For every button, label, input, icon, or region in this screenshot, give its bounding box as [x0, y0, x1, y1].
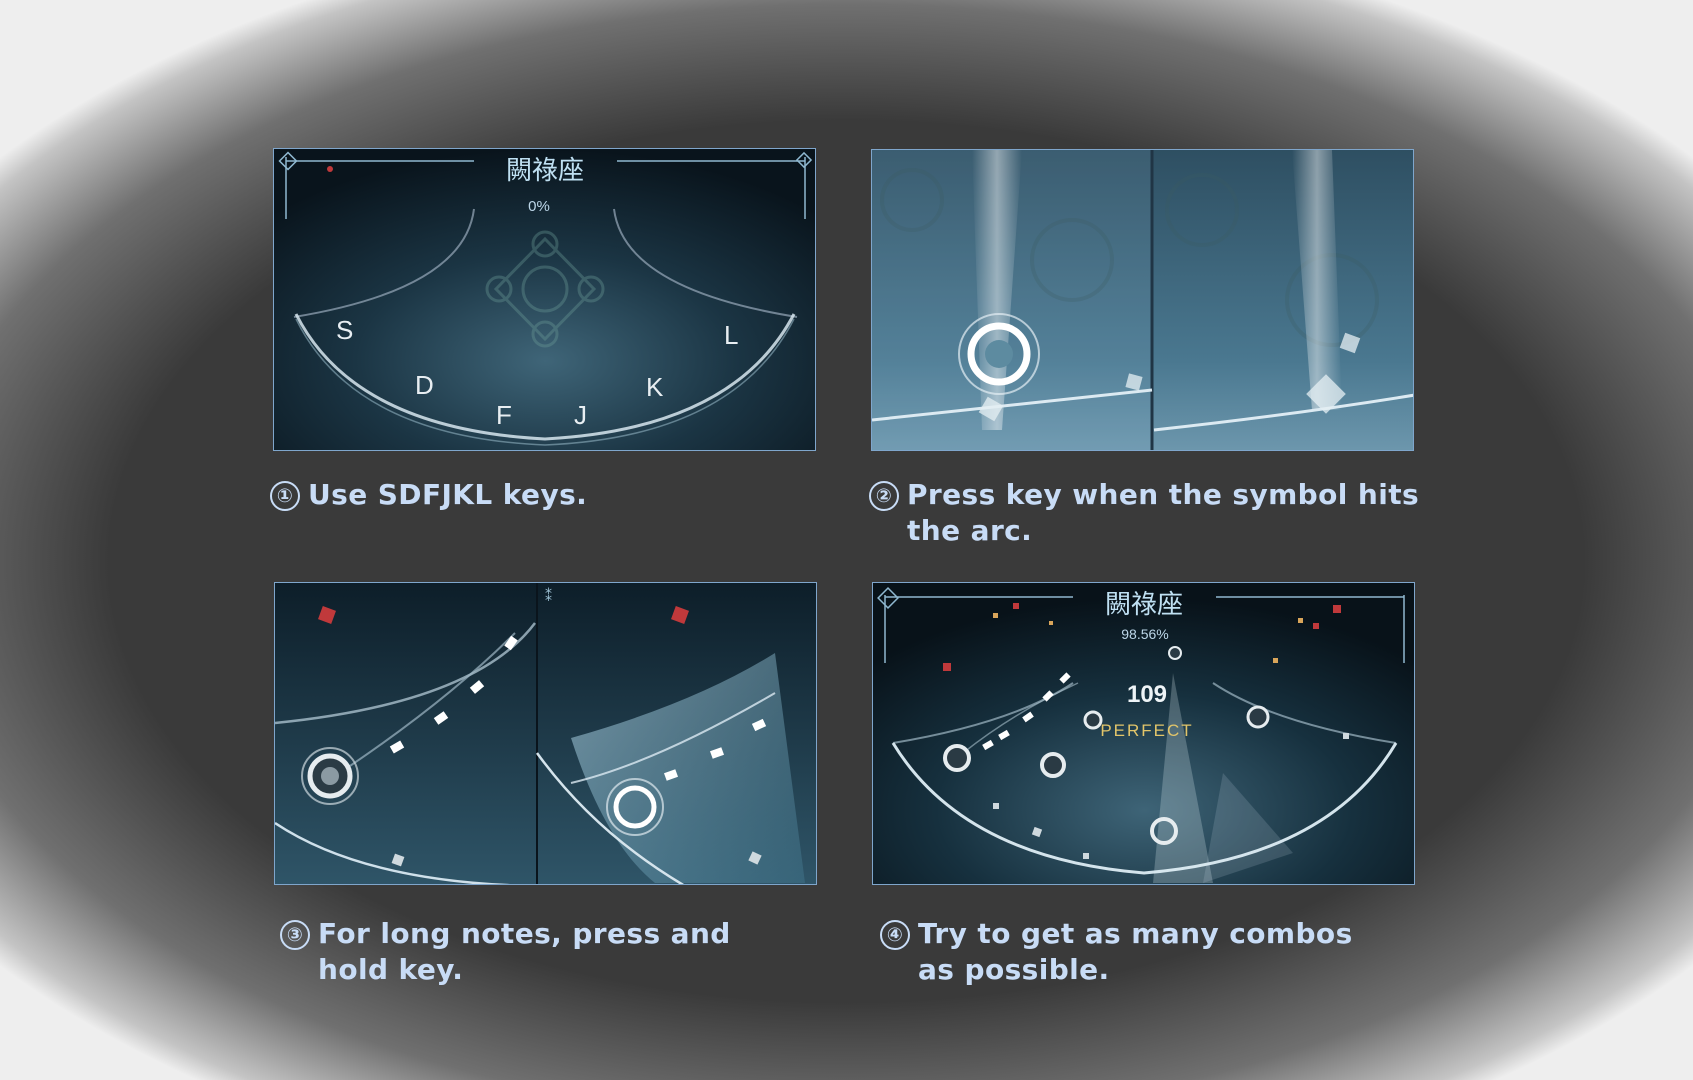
hud-title: 闕祿座 [1105, 590, 1183, 620]
step-number: ② [869, 481, 899, 511]
tap-note [958, 313, 1040, 395]
pause-icon[interactable] [278, 151, 298, 171]
game-scene-combo: 闕祿座 98.56% 109 PERFECT [873, 583, 1414, 884]
key-label-s: S [336, 315, 353, 345]
caption-text-line2: hold key. [318, 953, 464, 986]
caption-text-line2: the arc. [907, 514, 1033, 547]
key-label-d: D [415, 370, 434, 400]
game-scene-keys: 闕祿座 0% S D F J K L [274, 149, 815, 450]
caption-text: Try to get as many combos [918, 917, 1353, 950]
ornament-emblem [485, 230, 605, 348]
screenshot-combo: 闕祿座 98.56% 109 PERFECT [872, 582, 1415, 885]
screenshot-hit [871, 149, 1414, 451]
key-label-j: J [574, 400, 587, 430]
step-number: ① [270, 481, 300, 511]
game-scene-hold: ⁑ [275, 583, 816, 884]
step-number: ④ [880, 920, 910, 950]
key-label-l: L [724, 320, 738, 350]
key-label-k: K [646, 372, 664, 402]
combo-counter: 109 [1127, 681, 1167, 708]
game-scene-hit [872, 150, 1413, 450]
caption-text: Press key when the symbol hits [907, 478, 1420, 511]
hud-title: 闕祿座 [506, 156, 584, 186]
hud-ornament: ⁑ [545, 587, 552, 605]
hit-arc [294, 313, 796, 441]
screenshot-keys: 闕祿座 0% S D F J K L [273, 148, 816, 451]
caption-3: ③ For long notes, press and hold key. [280, 916, 731, 988]
hold-note [301, 747, 359, 805]
screenshot-hold: ⁑ [274, 582, 817, 885]
note-symbols [943, 646, 1270, 845]
progress-percent: 98.56% [1121, 626, 1168, 642]
hold-note-active [606, 778, 664, 836]
caption-text: For long notes, press and [318, 917, 731, 950]
step-number: ③ [280, 920, 310, 950]
caption-1: ① Use SDFJKL keys. [270, 477, 587, 513]
caption-2: ② Press key when the symbol hits the arc. [869, 477, 1419, 549]
progress-percent: 0% [528, 198, 550, 215]
pause-icon[interactable] [877, 587, 899, 609]
upper-arc [293, 208, 475, 318]
caption-text: Use SDFJKL keys. [308, 478, 588, 511]
key-label-f: F [496, 400, 512, 430]
ornament-bg [880, 168, 1379, 347]
hud-frame [285, 157, 806, 219]
caption-text-line2: as possible. [918, 953, 1110, 986]
caption-4: ④ Try to get as many combos as possible. [880, 916, 1353, 988]
judgement-label: PERFECT [1100, 721, 1193, 740]
hold-trail [334, 632, 516, 777]
